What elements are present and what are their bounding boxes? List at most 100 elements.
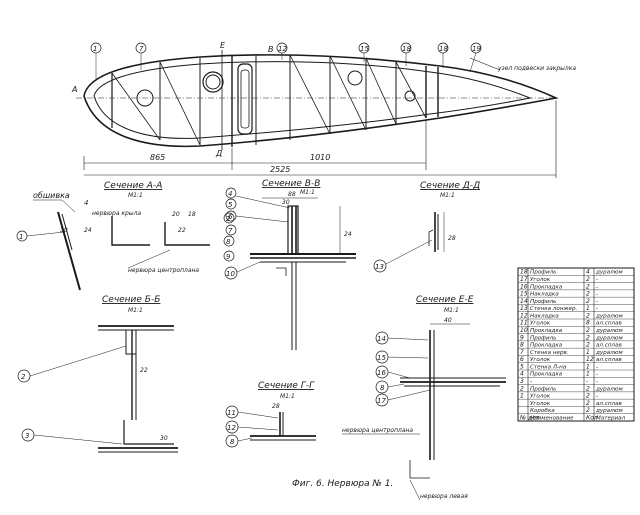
VV-callout-7: 7 (228, 227, 233, 235)
callout-12: 12 (278, 45, 287, 53)
table-header-mat: Материал (596, 415, 626, 421)
AA-callout-4: 4 (84, 199, 88, 207)
dim-30-AA: 30 (60, 227, 68, 234)
table-cell-name: Уголок (530, 401, 551, 407)
EE-callout-16: 16 (377, 369, 386, 377)
EE-callout-17: 17 (377, 397, 386, 405)
GG-callout-8: 8 (230, 438, 235, 446)
DD-callout-13: 13 (375, 263, 384, 271)
table-cell-n: 3 (520, 378, 524, 385)
table-cell-name: Профиль (530, 386, 556, 392)
table-cell-n: 4 (520, 371, 524, 378)
table-cell-n: 15 (520, 291, 528, 298)
table-cell-mat: дуралюм (595, 313, 623, 319)
table-cell-name: Профиль (530, 299, 556, 305)
table-cell-qty: 2 (586, 327, 590, 334)
table-cell-qty: 2 (586, 393, 590, 400)
VV-callout-6: 6 (228, 213, 233, 221)
table-cell-mat: дуралюм (595, 328, 623, 334)
table-cell-name: - (530, 379, 532, 385)
section-GG: Сечение Г-Г М1:1 28 11 12 8 нервюра цент… (225, 381, 420, 448)
table-cell-name: Уголок (530, 394, 551, 400)
table-cell-n: 18 (520, 269, 528, 276)
table-header-name: Наименование (530, 415, 574, 421)
table-cell-name: Коробка (530, 408, 555, 414)
callout-1: 1 (93, 45, 97, 53)
section-AA-scale: М1:1 (128, 192, 143, 199)
table-cell-mat: - (596, 306, 598, 312)
dim-2525: 2525 (270, 165, 290, 174)
GG-callout-12: 12 (227, 424, 236, 432)
table-cell-mat: - (596, 284, 598, 290)
table-cell-mat: - (596, 379, 598, 385)
marker-E: Е (220, 41, 226, 50)
table-cell-n: 16 (520, 283, 528, 290)
table-cell-qty: 1 (586, 371, 590, 378)
dim-30-BB: 30 (160, 435, 168, 442)
table-cell-qty: 2 (586, 283, 590, 290)
table-cell-qty: 2 (586, 334, 590, 341)
callout-15: 15 (360, 45, 369, 53)
AA-callout-8: 8 (226, 238, 231, 246)
VV-callout-5: 5 (228, 201, 233, 209)
wing-rib-label: нервюра крыла (92, 210, 141, 217)
table-cell-qty: 1 (586, 363, 590, 370)
table-cell-qty: 2 (586, 291, 590, 298)
dim-88-VV: 88 (288, 191, 296, 198)
dim-22-BB: 22 (140, 367, 148, 374)
table-cell-n: 8 (520, 342, 524, 349)
table-cell-name: Уголок (530, 357, 551, 363)
table-cell-n: 5 (520, 363, 524, 370)
table-cell-name: Накладка (530, 292, 559, 298)
EE-callout-15: 15 (377, 354, 386, 362)
table-cell-qty: - (586, 378, 588, 385)
flap-node-label: узел подвески закрылка (497, 65, 576, 72)
dim-865: 865 (150, 153, 165, 162)
table-cell-mat: - (596, 277, 598, 283)
section-BB: Сечение Б-Б М1:1 22 30 2 3 (17, 295, 178, 453)
table-cell-qty: 2 (586, 407, 590, 414)
center-rib-label-AA: нервюра центроплана (128, 267, 199, 274)
VV-callout-4: 4 (228, 190, 232, 198)
table-cell-name: Стенка нерв. (530, 350, 569, 356)
EE-callout-14: 14 (377, 335, 386, 343)
table-header-n: № дет. (519, 414, 541, 421)
dim-24-VV: 24 (344, 231, 352, 238)
AA-callout-2: 2 (226, 215, 231, 223)
dim-30-VV: 30 (282, 199, 290, 206)
table-cell-name: Профиль (530, 335, 556, 341)
BB-callout-3: 3 (25, 432, 29, 440)
marker-D: Д (215, 149, 222, 158)
table-cell-n: 14 (520, 298, 528, 305)
table-cell-mat: - (596, 394, 598, 400)
table-cell-qty: 8 (586, 320, 590, 327)
section-GG-title: Сечение Г-Г (258, 381, 315, 391)
table-cell-mat: ал.сплав (596, 343, 622, 349)
section-AA-title: Сечение А-А (104, 181, 162, 191)
table-cell-n: 2 (520, 385, 524, 392)
AA-callout-1: 1 (19, 233, 23, 241)
VV-callout-10: 10 (226, 270, 235, 278)
table-cell-mat: ал.сплав (596, 357, 622, 363)
section-EE-scale: М1:1 (444, 307, 459, 314)
callout-18b: 18 (439, 45, 448, 53)
table-cell-mat: дуралюм (595, 335, 623, 341)
table-cell-mat: - (596, 364, 598, 370)
section-VV: Сечение В-В М1:1 88 30 24 4 5 6 7 10 (224, 179, 356, 350)
table-cell-qty: 1 (586, 349, 590, 356)
callout-7: 7 (139, 45, 144, 53)
table-cell-n: 17 (520, 276, 528, 283)
dim-28-DD: 28 (448, 235, 456, 242)
section-EE-title: Сечение Е-Е (416, 295, 474, 305)
skin-label: обшивка (33, 191, 70, 200)
EE-callout-8: 8 (380, 384, 385, 392)
dim-1010: 1010 (310, 153, 330, 162)
callout-19: 19 (472, 45, 481, 53)
table-cell-qty: 4 (586, 269, 590, 276)
table-cell-name: Стенка лонжер. (530, 306, 578, 312)
table-cell-mat: ал.сплав (596, 321, 622, 327)
table-cell-name: Уголок (530, 277, 551, 283)
table-cell-qty: 1 (586, 305, 590, 312)
